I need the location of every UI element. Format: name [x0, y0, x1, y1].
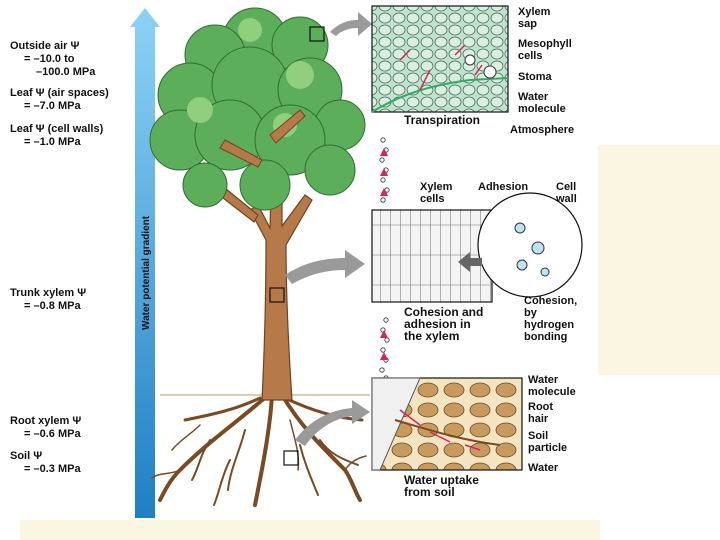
label-cell-wall: Cell wall — [556, 181, 577, 205]
label-water-molecule-leaf: Water molecule — [518, 91, 566, 115]
roots — [152, 395, 366, 505]
label-soil-particle: Soil particle — [528, 430, 567, 454]
gradient-label: Water potential gradient — [141, 215, 152, 330]
root-inset — [372, 378, 522, 470]
trunk-inset — [372, 193, 582, 302]
caption-transpiration: Transpiration — [404, 114, 480, 126]
caption-water-uptake: Water uptake from soil — [404, 474, 479, 498]
label-adhesion: Adhesion — [478, 181, 528, 193]
label-atmosphere: Atmosphere — [510, 124, 574, 136]
label-water: Water — [528, 462, 558, 474]
label-stoma: Stoma — [518, 71, 552, 83]
caption-cohesion-adhesion: Cohesion and adhesion in the xylem — [404, 306, 483, 342]
root-inset-marker — [284, 451, 298, 465]
leaf-inset — [372, 6, 508, 112]
label-root-hair: Root hair — [528, 401, 553, 425]
label-xylem-cells: Xylem cells — [420, 181, 452, 205]
label-cohesion: Cohesion, by hydrogen bonding — [524, 295, 577, 343]
label-water-molecule-root: Water molecule — [528, 374, 576, 398]
label-xylem-sap: Xylem sap — [518, 6, 550, 30]
label-mesophyll-cells: Mesophyll cells — [518, 38, 572, 62]
